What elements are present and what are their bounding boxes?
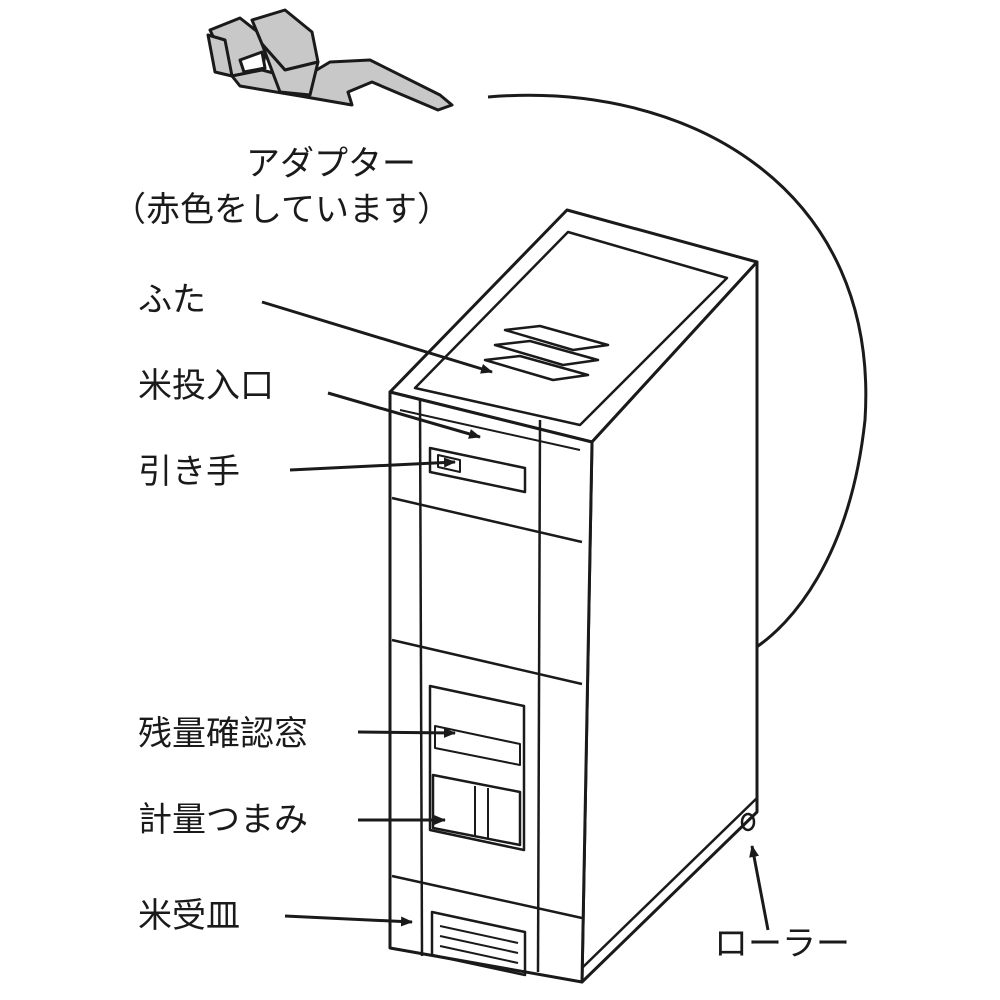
window-frame [428,684,526,852]
lid-slot [493,339,600,367]
pointer-inlet [327,391,481,439]
label-roller: ローラー [714,924,850,964]
roller-wheel [740,812,756,832]
label-handle: 引き手 [138,452,240,492]
label-adapter: アダプター [246,144,416,184]
label-adapter-note: （赤色をしています） [112,190,451,230]
adapter-part [206,8,454,112]
lid-slot [503,324,610,352]
label-rice-inlet: 米投入口 [138,366,274,406]
tray-front [430,910,527,977]
label-lid: ふた [138,280,206,320]
label-rice-tray: 米受皿 [138,896,240,936]
label-level-window: 残量確認窓 [138,714,308,754]
knob-body [431,773,522,847]
rice-dispenser [388,208,759,984]
pointer-tray [284,914,413,927]
lid-panel [413,230,729,427]
pointer-handle [289,457,456,472]
pointer-roller [749,845,770,931]
lid-slot [483,354,590,382]
curved-arrow [487,93,868,650]
pointer-lines [261,300,770,931]
label-measure-knob: 計量つまみ [138,800,308,840]
pointer-window [357,727,456,738]
front-face [388,390,594,984]
pointer-lid [261,300,493,374]
